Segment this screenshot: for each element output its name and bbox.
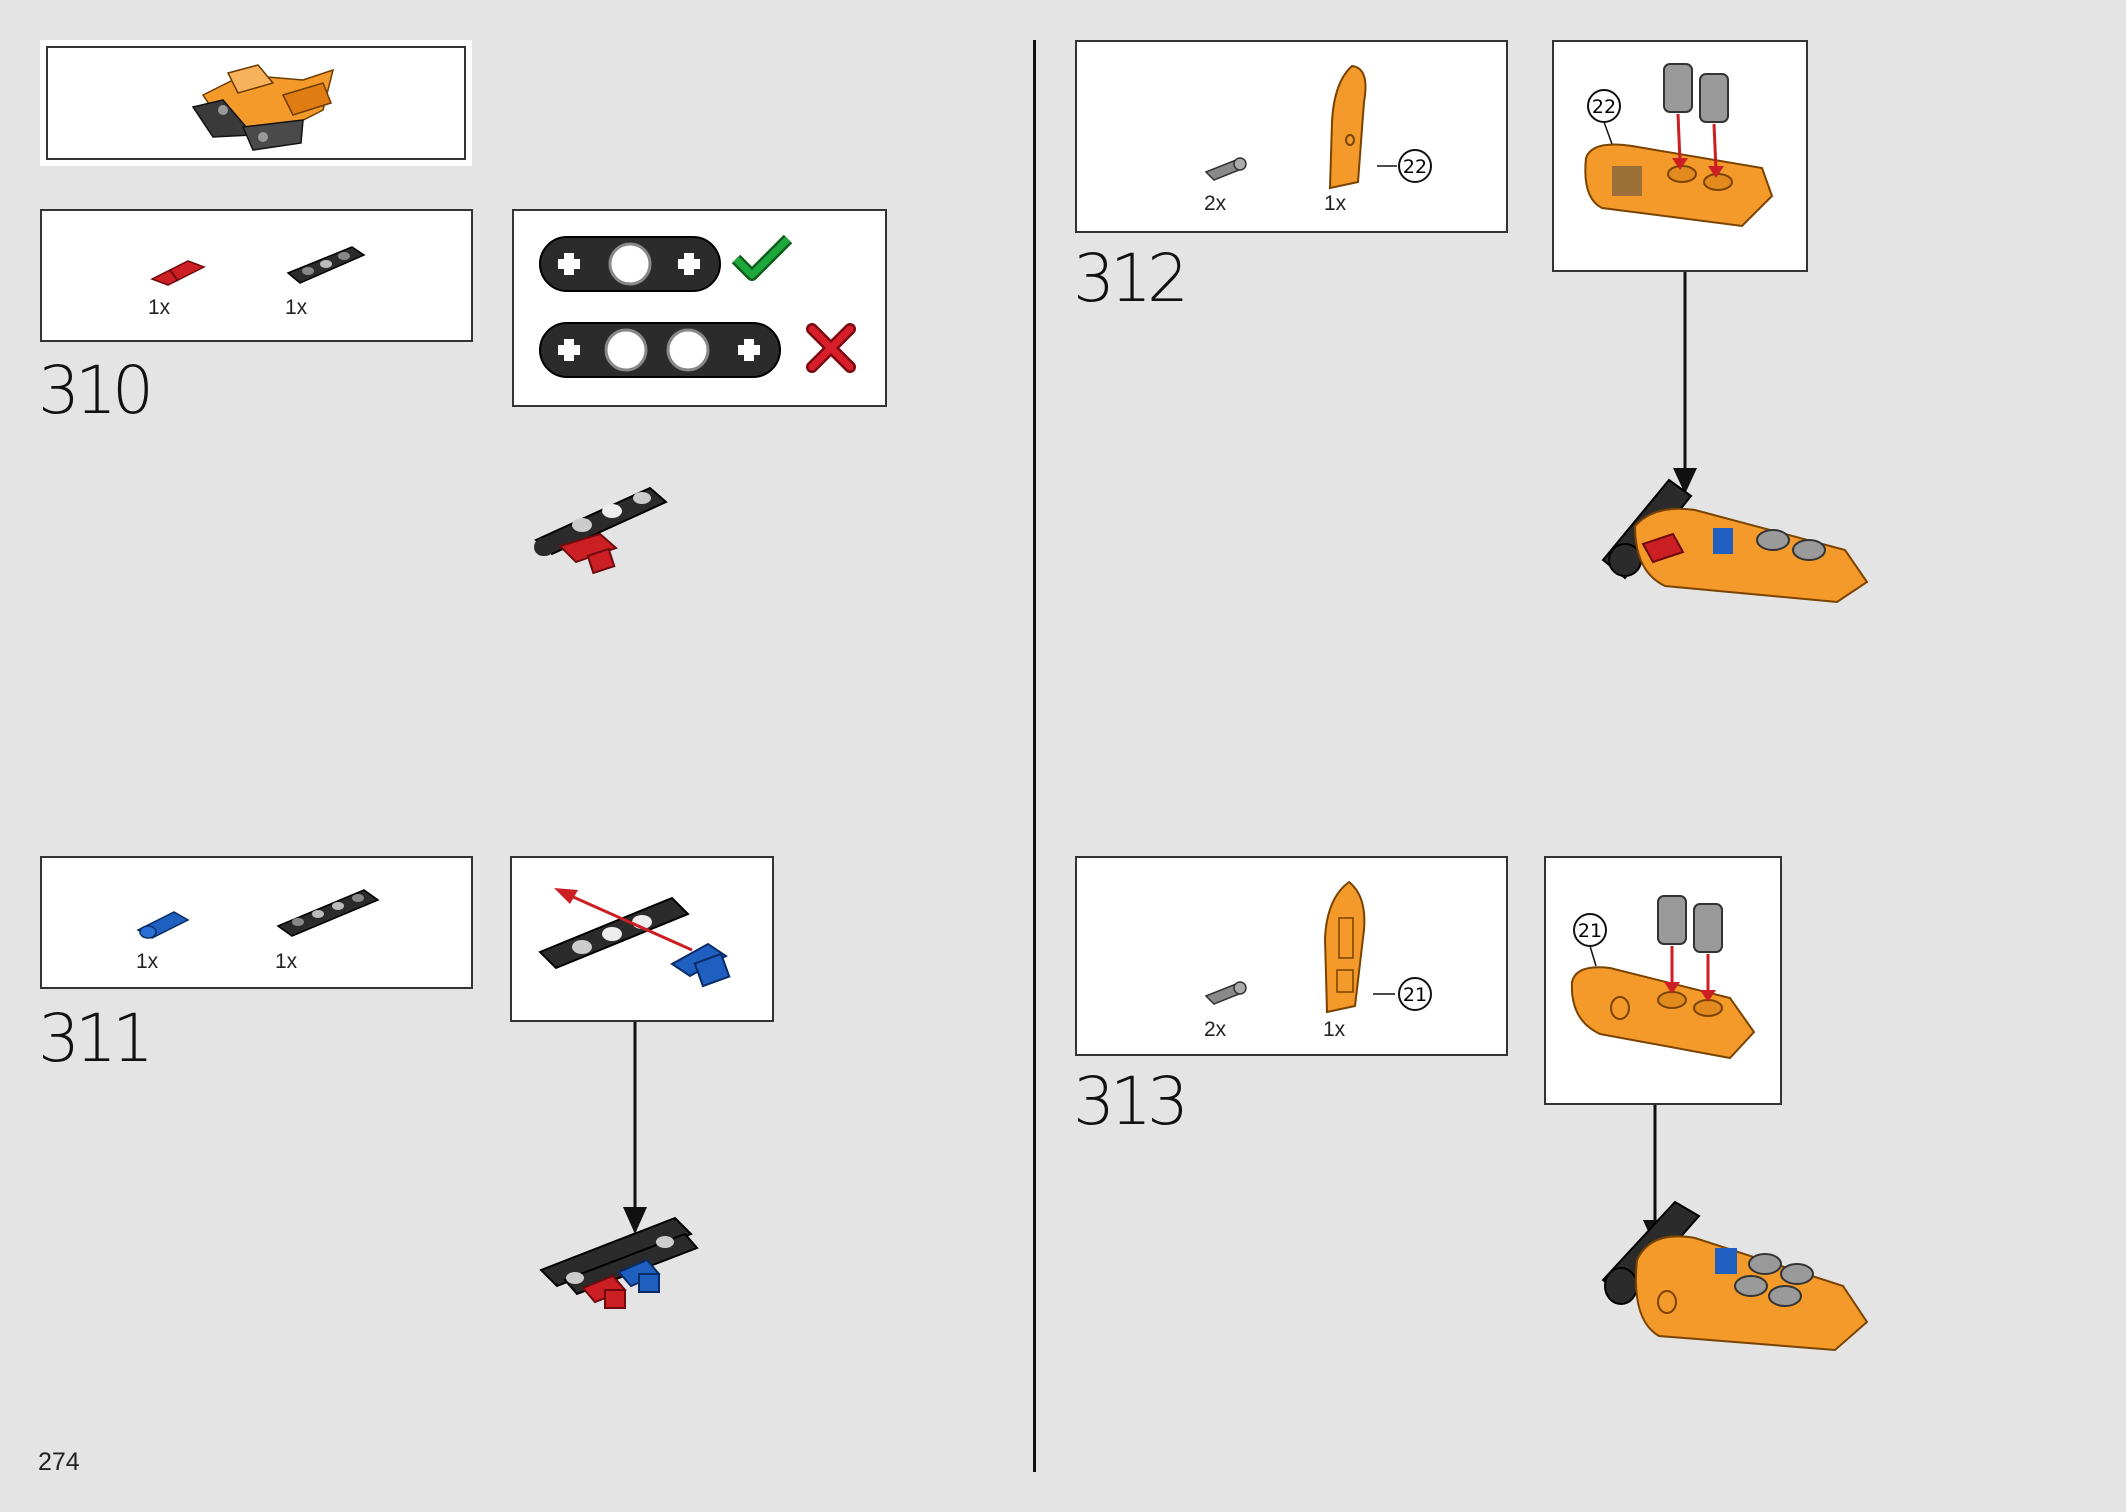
step-310-build-illustration <box>534 486 668 575</box>
red-axle-pin-icon <box>150 260 206 286</box>
orange-panel-subassembly: 22 <box>1584 63 1774 228</box>
step-311-callout <box>510 856 774 1022</box>
cross-icon <box>806 323 856 373</box>
step-number: 311 <box>38 1000 154 1077</box>
gray-pin-icon <box>1204 157 1247 181</box>
callout-circle-22: 22 <box>1377 149 1432 183</box>
step-312-build-illustration <box>1601 478 1869 604</box>
callout-label: 22 <box>1403 156 1427 178</box>
step-number: 313 <box>1073 1063 1189 1140</box>
parts-list-310: 1x 1x <box>40 209 473 342</box>
step-number: 312 <box>1073 240 1189 317</box>
callout-label: 21 <box>1578 920 1602 942</box>
part-qty: 1x <box>136 950 159 973</box>
orange-submodel-assembly-icon <box>191 64 335 151</box>
page-number: 274 <box>38 1448 80 1476</box>
step-313-callout: 21 <box>1544 856 1782 1105</box>
blue-axle-pin-icon <box>136 911 190 939</box>
step-313-build-illustration <box>1601 1200 1869 1352</box>
part-qty: 2x <box>1204 1018 1227 1041</box>
part-qty: 1x <box>1324 192 1347 215</box>
part-qty: 1x <box>285 296 308 319</box>
orange-panel-22-icon <box>1328 64 1367 190</box>
page-divider <box>1033 40 1036 1472</box>
part-qty: 1x <box>275 950 298 973</box>
step-312-callout: 22 <box>1552 40 1808 272</box>
correct-beam-illustration <box>539 236 721 292</box>
submodel-preview-box <box>40 40 472 166</box>
part-qty: 2x <box>1204 192 1227 215</box>
step-number: 310 <box>38 352 154 429</box>
down-arrow <box>623 1022 647 1234</box>
gray-pin-icon <box>1204 981 1247 1005</box>
orange-panel-21-icon <box>1323 880 1366 1014</box>
step-311-build-illustration <box>539 1216 699 1309</box>
beam-compare-panel <box>512 209 887 407</box>
callout-label: 22 <box>1592 96 1616 118</box>
check-icon <box>731 234 793 281</box>
part-qty: 1x <box>1323 1018 1346 1041</box>
orange-panel-subassembly: 21 <box>1570 895 1756 1060</box>
parts-list-312: 2x 22 1x <box>1075 40 1508 233</box>
incorrect-beam-illustration <box>539 322 781 378</box>
part-qty: 1x <box>148 296 171 319</box>
callout-circle-21: 21 <box>1373 977 1432 1011</box>
dark-gray-beam-3-icon <box>286 246 366 284</box>
parts-list-311: 1x 1x <box>40 856 473 989</box>
pin-insertion-illustration <box>538 888 731 988</box>
down-arrow <box>1673 272 1697 494</box>
dark-gray-beam-4-icon <box>276 889 380 937</box>
parts-list-313: 2x 21 1x <box>1075 856 1508 1056</box>
callout-label: 21 <box>1403 984 1427 1006</box>
